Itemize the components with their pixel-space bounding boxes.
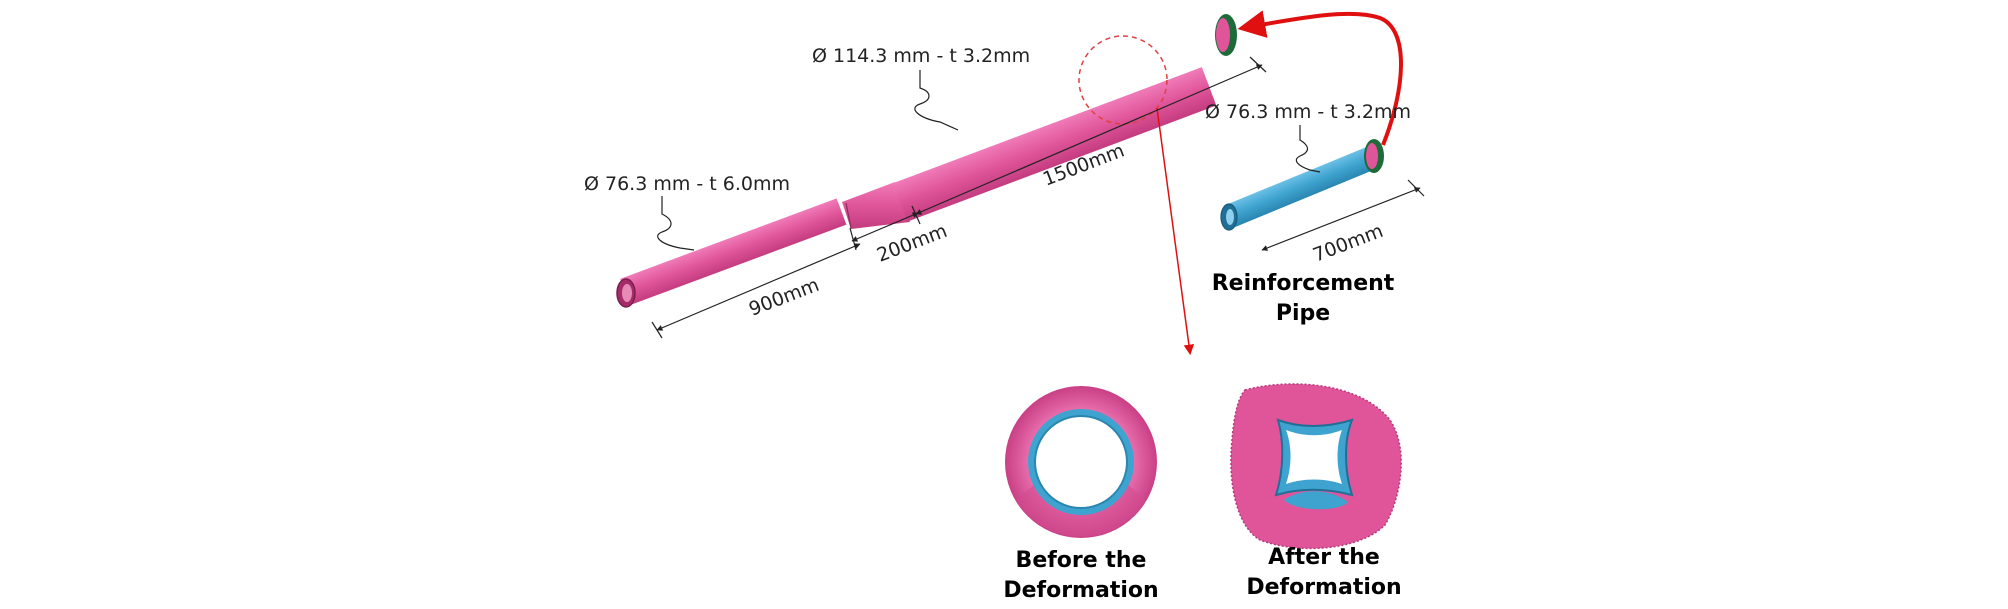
dim-label-900: 900mm — [746, 274, 822, 321]
caption-reinforcement-line2: Pipe — [1276, 301, 1330, 326]
cross-section-after — [1230, 383, 1402, 550]
caption-before-line1: Before the — [1016, 548, 1147, 573]
caption-reinforcement-line1: Reinforcement — [1212, 271, 1395, 296]
insert-arrow — [1237, 10, 1403, 146]
callout-large-diameter: Ø 114.3 mm - t 3.2mm — [812, 45, 1030, 131]
detail-arrow — [1156, 107, 1195, 356]
label-small-diameter: Ø 76.3 mm - t 6.0mm — [584, 173, 790, 195]
caption-after-line1: After the — [1268, 545, 1380, 570]
main-pipe-large-section — [892, 67, 1217, 222]
label-large-diameter: Ø 114.3 mm - t 3.2mm — [812, 45, 1030, 67]
reinforcement-pipe — [1220, 139, 1384, 231]
reinforcement-pipe-body — [1223, 146, 1376, 229]
cross-section-before — [1005, 386, 1157, 538]
callout-small-diameter: Ø 76.3 mm - t 6.0mm — [584, 173, 790, 251]
caption-before-line2: Deformation — [1003, 578, 1158, 603]
caption-after-line2: Deformation — [1246, 575, 1401, 600]
callout-reinforcement-diameter: Ø 76.3 mm - t 3.2mm — [1205, 101, 1411, 173]
label-reinforcement-diameter: Ø 76.3 mm - t 3.2mm — [1205, 101, 1411, 123]
